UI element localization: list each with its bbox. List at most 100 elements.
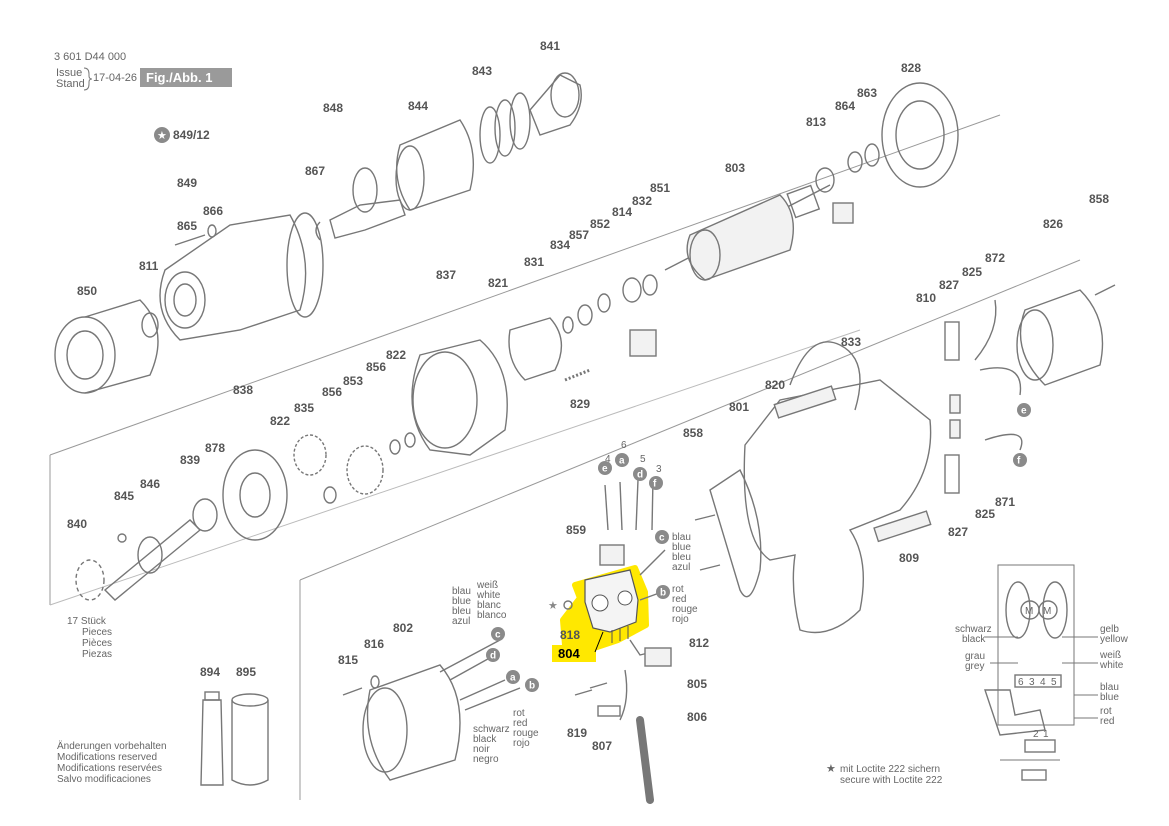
part-834-sleeve [562, 316, 574, 334]
part-label-805: 805 [687, 677, 707, 691]
connector-badge-c: c [491, 627, 505, 641]
part-810-brush-b [949, 419, 961, 439]
schem-grey-en: grey [965, 661, 984, 672]
part-856-ring-a [389, 439, 401, 455]
part-gasket [286, 212, 324, 318]
part-841-spindle [529, 72, 582, 136]
part-label-803: 803 [725, 161, 745, 175]
connector-badge-d: d [633, 467, 647, 481]
part-833-cable [789, 341, 861, 411]
part-label-822: 822 [270, 414, 290, 428]
svg-text:a: a [619, 456, 625, 467]
part-label-867: 867 [305, 164, 325, 178]
figure-badge [140, 68, 232, 87]
part-label-843: 843 [472, 64, 492, 78]
part-864-ring [847, 151, 863, 173]
color-label-white-3: blanco [477, 610, 507, 621]
part-label-849: 849 [177, 176, 197, 190]
color-label-blue-3: azul [672, 562, 690, 573]
connector-badge-d: d [486, 648, 500, 662]
part-810-brush-a [949, 394, 961, 414]
part-label-871: 871 [995, 495, 1015, 509]
color-label-red2-1: red [513, 718, 527, 729]
part-839-bearing [192, 498, 218, 532]
part-label-850: 850 [77, 284, 97, 298]
loctite-1: secure with Loctite 222 [840, 775, 943, 786]
schem-black-de: schwarz [955, 624, 992, 635]
part-label-853: 853 [343, 374, 363, 388]
connector-badge-e: e [598, 461, 612, 475]
part-819-screw-a [574, 689, 593, 696]
modifications-1: Modifications reserved [57, 752, 157, 763]
wire-5 [635, 479, 639, 531]
part-827-brush-holder-top [944, 321, 960, 361]
washers-note-0: 17 Stück [67, 616, 107, 627]
motor-symbol-right: M [1043, 606, 1051, 617]
color-label-blue-1: blue [672, 542, 691, 553]
part-858-screw-c [699, 564, 721, 571]
part-label-863: 863 [857, 86, 877, 100]
part-850-sleeve [54, 299, 159, 394]
loctite-star-icon: ★ [548, 600, 558, 612]
part-845-ball [117, 533, 127, 543]
part-872-wire [974, 299, 997, 361]
schem-yellow-en: yellow [1100, 634, 1129, 645]
svg-text:a: a [510, 673, 516, 684]
part-label-815: 815 [338, 653, 358, 667]
part-label-837: 837 [436, 268, 456, 282]
wiring-schematic: M M [984, 564, 1075, 781]
part-829-spring [564, 368, 591, 382]
part-label-856: 856 [322, 385, 342, 399]
color-label-red2-0: rot [513, 708, 525, 719]
terminal-3: 3 [1029, 677, 1035, 688]
part-label-811: 811 [139, 259, 159, 273]
svg-text:d: d [637, 470, 643, 481]
part-label-833: 833 [841, 335, 861, 349]
part-label-821: 821 [488, 276, 508, 290]
color-label-black-3: negro [473, 754, 499, 765]
wire-6 [619, 481, 623, 531]
part-853-gear [346, 445, 384, 495]
part-label-895: 895 [236, 665, 256, 679]
terminal-6: 6 [1018, 677, 1024, 688]
issue-brace [83, 67, 93, 91]
color-label-white-1: white [476, 590, 501, 601]
part-859-connector [599, 544, 625, 566]
part-802-stator [362, 664, 461, 781]
svg-text:b: b [660, 588, 666, 599]
washers-note-1: Pieces [82, 627, 112, 638]
part-812-capacitor [644, 647, 672, 667]
part-label-829: 829 [570, 397, 590, 411]
part-label-813: 813 [806, 115, 826, 129]
part-label-856: 856 [366, 360, 386, 374]
part-804-lead [594, 631, 604, 653]
wire-f [984, 433, 1023, 451]
loctite-star-icon-2: ★ [826, 763, 836, 775]
part-label-802: 802 [393, 621, 413, 635]
star-note: 849/12 [173, 128, 210, 142]
axis-line-lower [49, 329, 861, 606]
part-label-819: 819 [567, 726, 587, 740]
part-label-801: 801 [729, 400, 749, 414]
part-label-827: 827 [939, 278, 959, 292]
doc-number: 3 601 D44 000 [54, 51, 126, 63]
part-807-clamp [597, 705, 621, 717]
color-label-blue2-2: bleu [452, 606, 471, 617]
part-label-826: 826 [1043, 217, 1063, 231]
part-813-bearing [815, 167, 835, 193]
part-804-switch-highlight [552, 565, 649, 662]
color-label-red-0: rot [672, 584, 684, 595]
issue-date: 17-04-26 [93, 72, 137, 84]
bearing-label-icon-2 [629, 329, 657, 357]
part-837-gear-housing [411, 339, 508, 456]
part-label-810: 810 [916, 291, 936, 305]
part-label-840: 840 [67, 517, 87, 531]
part-label-828: 828 [901, 61, 921, 75]
part-label-809: 809 [899, 551, 919, 565]
wire-c [639, 549, 666, 576]
schem-white-en: white [1099, 660, 1124, 671]
connector-badge-b: b [656, 585, 670, 599]
color-label-blue2-3: azul [452, 616, 470, 627]
part-843-spring [479, 92, 531, 164]
schem-grey-de: grau [965, 651, 985, 662]
